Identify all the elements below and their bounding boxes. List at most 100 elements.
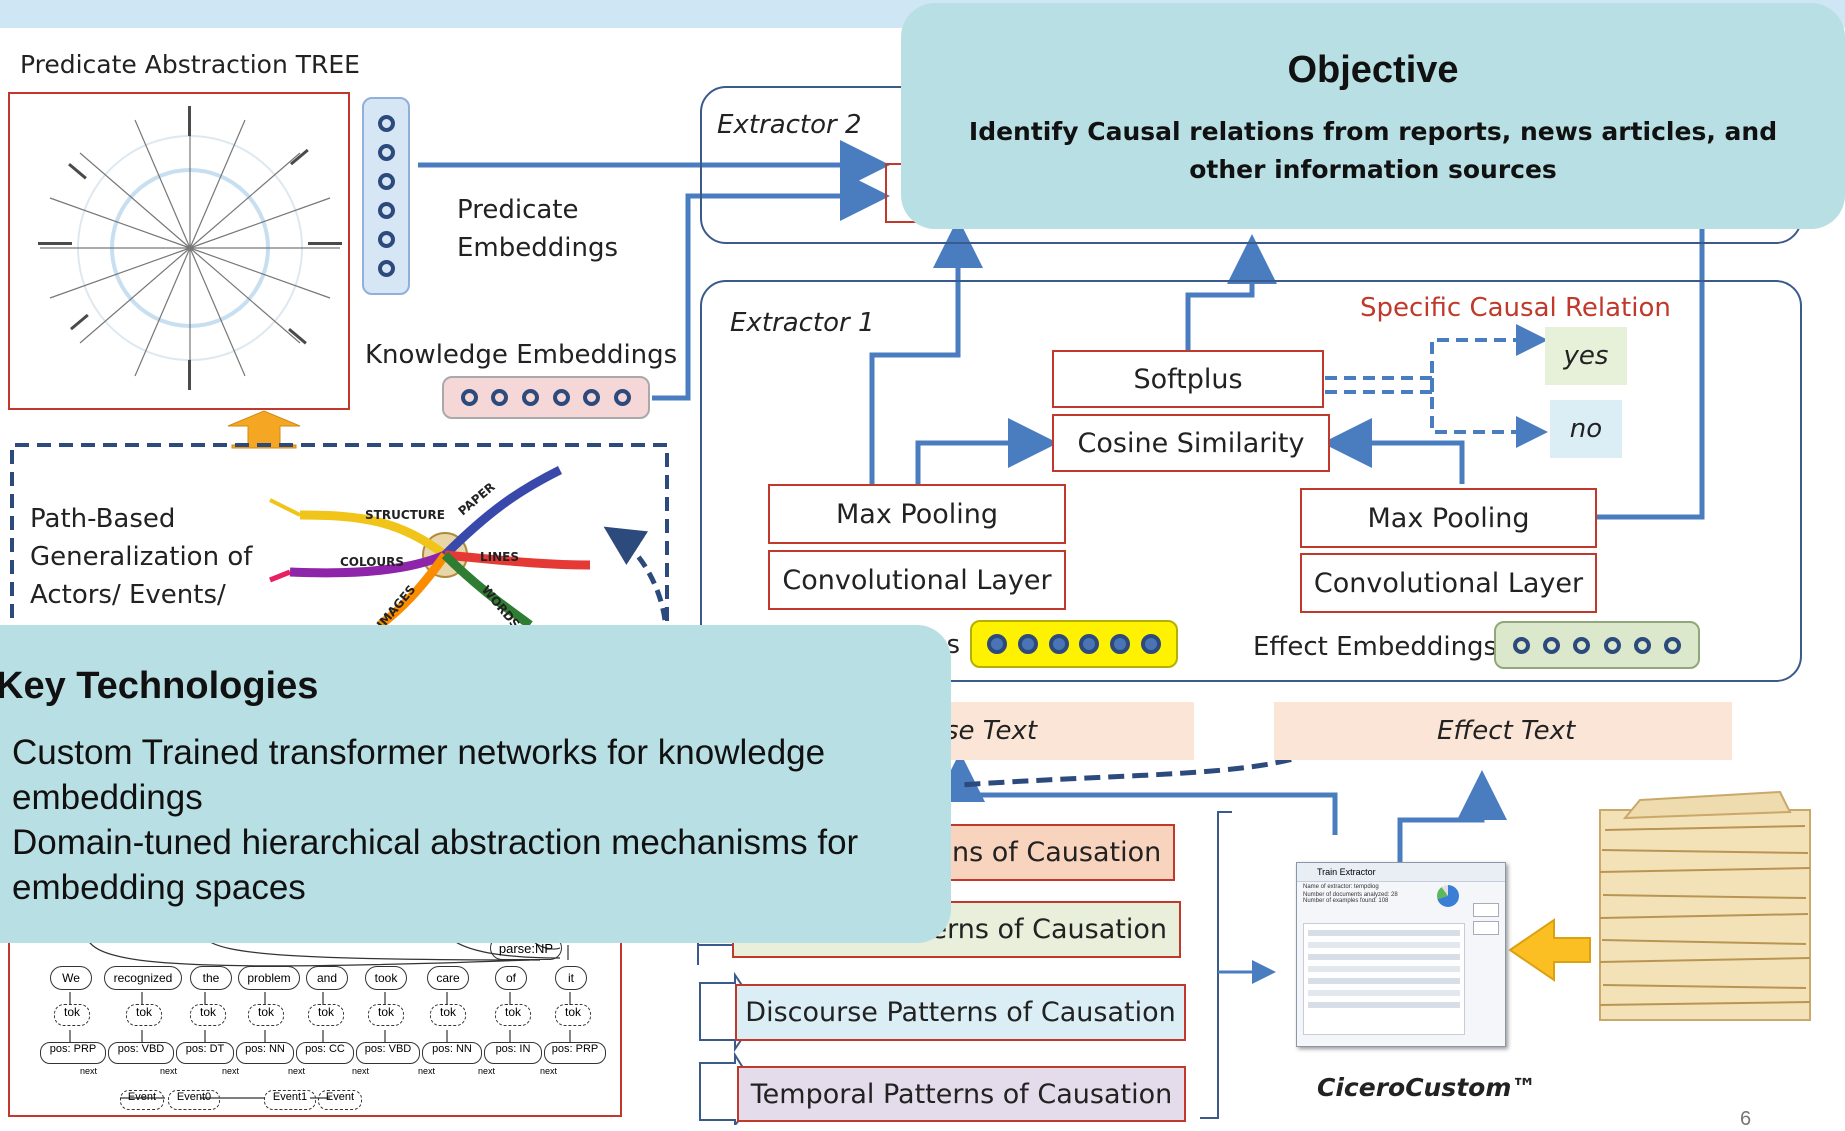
predicate-embedding-vector (362, 97, 410, 295)
knowledge-embedding-vector (442, 376, 650, 419)
key-technologies-title: Key Technologies (0, 665, 319, 707)
pattern-discourse: Discourse Patterns of Causation (735, 984, 1186, 1041)
extractor2-label: Extractor 2 (717, 110, 862, 140)
parse-tok-node: tok (248, 1004, 284, 1026)
predicate-embeddings-label-1: Predicate (457, 195, 579, 225)
cause-embedding-vector (970, 620, 1178, 668)
parse-graph-frame (8, 930, 622, 1117)
right-max-pooling: Max Pooling (1300, 488, 1597, 548)
cicero-side-button[interactable] (1473, 903, 1499, 917)
path-based-line1: Path-Based (30, 504, 176, 534)
objective-title: Objective (1287, 49, 1459, 91)
parse-tok-node: tok (54, 1004, 90, 1026)
parse-word-node: of (495, 966, 527, 990)
parse-pos-node: pos: VBD (108, 1042, 174, 1064)
cicero-side-button[interactable] (1473, 921, 1499, 935)
parse-tok-node: tok (368, 1004, 404, 1026)
parse-word-node: and (306, 966, 348, 990)
mindmap-graphic (269, 465, 591, 629)
mindmap-word-colours: COLOURS (340, 555, 405, 569)
parse-tok-node: tok (308, 1004, 344, 1026)
knowledge-embeddings-label: Knowledge Embeddings (365, 340, 678, 370)
parse-tok-node: tok (190, 1004, 226, 1026)
parse-next-label: next (288, 1066, 306, 1076)
extractor1-label: Extractor 1 (730, 308, 875, 338)
path-based-line3: Actors/ Events/ (30, 580, 226, 610)
parse-word-node: We (50, 966, 92, 990)
parse-pos-node: pos: VBD (356, 1042, 420, 1064)
key-tech-bullet-2: Domain-tuned hierarchical abstraction me… (12, 820, 858, 910)
parse-pos-node: pos: NN (236, 1042, 294, 1064)
cause-text-label: se Text (945, 716, 1038, 746)
parse-event-node: Event1 (264, 1090, 316, 1110)
pattern-1: ns of Causation (932, 824, 1175, 881)
parse-tok-node: tok (555, 1004, 591, 1026)
key-technologies-panel: Key Technologies Custom Trained transfor… (0, 625, 951, 943)
parse-pos-node: pos: DT (176, 1042, 234, 1064)
objective-text: Identify Causal relations from reports, … (968, 117, 1778, 184)
extractor1-frame (700, 280, 1802, 682)
left-max-pooling: Max Pooling (768, 484, 1066, 544)
cicero-window-title: Train Extractor (1297, 863, 1505, 882)
key-tech-bullet-2-line2: embedding spaces (12, 868, 306, 907)
key-tech-bullet-2-line1: Domain-tuned hierarchical abstraction me… (12, 823, 859, 862)
cicero-pie-chart (1437, 885, 1459, 907)
parse-next-label: next (540, 1066, 558, 1076)
parse-word-node: problem (238, 966, 300, 990)
parse-word-node: the (190, 966, 232, 990)
parse-pos-node: pos: NN (422, 1042, 482, 1064)
path-based-line2: Generalization of (30, 542, 253, 572)
cicero-list (1303, 923, 1465, 1035)
parse-pos-node: pos: IN (484, 1042, 542, 1064)
effect-text-label: Effect Text (1437, 716, 1576, 746)
tree-image-frame (8, 92, 350, 410)
yes-label: yes (1563, 341, 1609, 371)
tree-graphic (38, 106, 342, 390)
parse-tok-node: tok (495, 1004, 531, 1026)
pattern-2: terns of Causation (732, 901, 1181, 958)
parse-next-label: next (222, 1066, 240, 1076)
specific-causal-label: Specific Causal Relation (1360, 293, 1671, 323)
paper-stack-graphic (1599, 790, 1811, 1021)
effect-embedding-vector (1494, 621, 1700, 669)
pattern-temporal: Temporal Patterns of Causation (737, 1066, 1186, 1122)
page-number: 6 (1740, 1108, 1752, 1130)
right-convolutional-layer: Convolutional Layer (1300, 553, 1597, 613)
parse-next-label: next (80, 1066, 98, 1076)
parse-graph-nodes: We recognized the problem and took care … (40, 966, 606, 1086)
cicero-stat1: Name of extractor: tempdiog (1303, 884, 1379, 890)
parse-word-node: recognized (104, 966, 182, 990)
effect-text-box (1274, 702, 1732, 760)
effect-embeddings-label: Effect Embeddings (1253, 632, 1498, 662)
parse-tok-node: tok (126, 1004, 162, 1026)
cicero-stat2: Number of documents analyzed: 28 (1303, 892, 1398, 898)
parse-event-node: Event0 (168, 1090, 220, 1110)
cicero-label: CiceroCustom™ (1317, 1073, 1537, 1102)
mindmap-word-lines: LINES (480, 550, 519, 564)
parse-word-node: it (555, 966, 587, 990)
no-box: no (1550, 400, 1622, 458)
tree-title: Predicate Abstraction TREE (20, 50, 360, 79)
parse-event-node: Event (120, 1090, 164, 1110)
parse-word-node: care (427, 966, 469, 990)
left-convolutional-layer: Convolutional Layer (768, 550, 1066, 610)
parse-word-node: took (365, 966, 407, 990)
parse-pos-node: pos: CC (296, 1042, 354, 1064)
key-tech-bullet-1: Custom Trained transformer networks for … (12, 730, 825, 820)
key-tech-bullet-1-line1: Custom Trained transformer networks for … (12, 733, 826, 772)
yes-box: yes (1545, 327, 1627, 385)
parse-event-node: Event (318, 1090, 362, 1110)
parse-pos-node: pos: PRP (40, 1042, 106, 1064)
cosine-similarity-layer: Cosine Similarity (1052, 414, 1330, 472)
parse-pos-node: pos: PRP (544, 1042, 606, 1064)
objective-panel: Objective Identify Causal relations from… (901, 3, 1845, 229)
no-label: no (1569, 414, 1603, 444)
cicero-window: Train Extractor Name of extractor: tempd… (1296, 862, 1506, 1047)
parse-next-label: next (418, 1066, 436, 1076)
parse-next-label: next (352, 1066, 370, 1076)
parse-next-label: next (478, 1066, 496, 1076)
parse-tok-node: tok (430, 1004, 466, 1026)
parse-next-label: next (160, 1066, 178, 1076)
cicero-stat3: Number of examples found: 108 (1303, 898, 1389, 904)
